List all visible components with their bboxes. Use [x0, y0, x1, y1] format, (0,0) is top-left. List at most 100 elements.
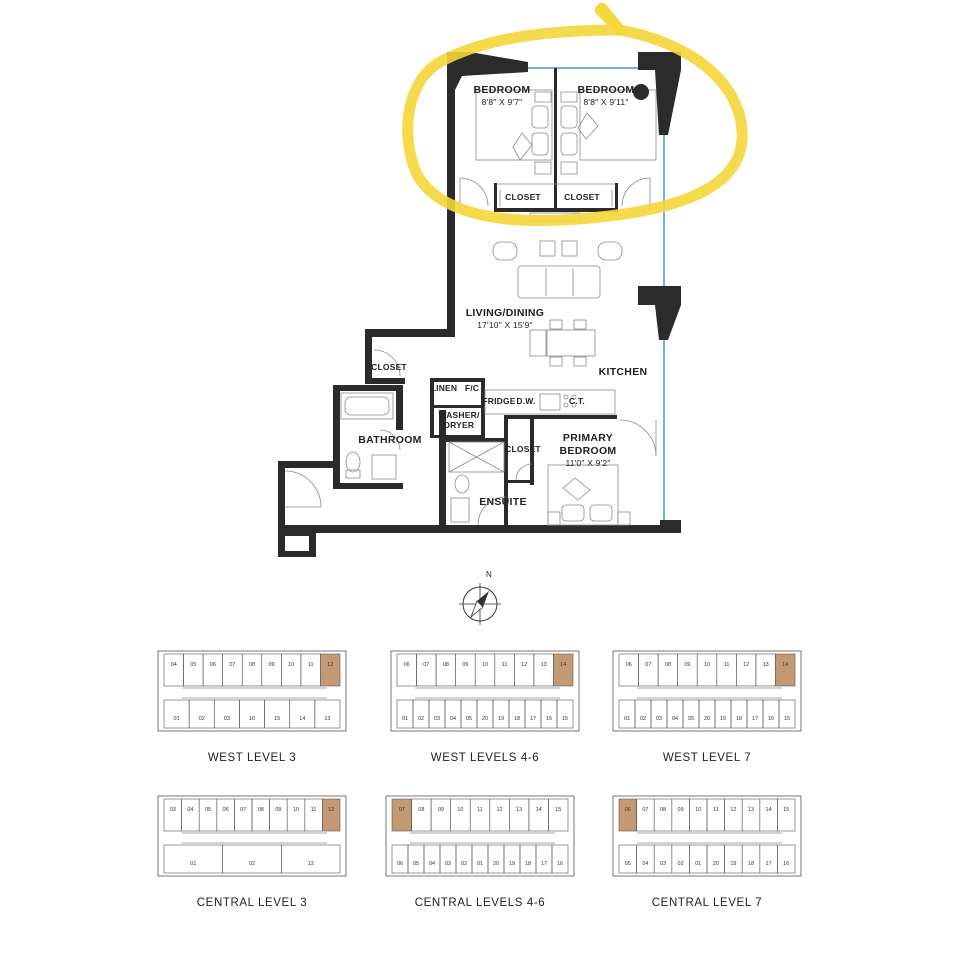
unit-number: 10	[704, 662, 710, 668]
ensuite-name: ENSUITE	[479, 496, 527, 508]
primary-bedroom-name: PRIMARY BEDROOM	[559, 432, 617, 458]
unit-09-top: 09	[269, 798, 288, 832]
unit-number: 09	[462, 662, 468, 668]
bedroom-2-dim: 8'8" X 9'11"	[583, 97, 629, 108]
unit-number: 02	[199, 716, 205, 722]
unit-14-top: 14	[553, 653, 574, 687]
unit-number: 10	[695, 807, 701, 813]
unit-number: 07	[423, 662, 429, 668]
unit-number: 12	[730, 807, 736, 813]
unit-16-bottom: 16	[540, 699, 558, 729]
unit-number: 09	[438, 807, 444, 813]
unit-number: 07	[229, 662, 235, 668]
unit-20-bottom: 20	[487, 844, 505, 874]
primary-bedroom-dim: 11'0" X 9'2"	[565, 458, 611, 469]
unit-number: 12	[327, 662, 333, 668]
unit-12-top: 12	[320, 653, 341, 687]
unit-number: 17	[541, 861, 547, 867]
unit-number: 11	[502, 662, 508, 668]
bedroom-1-dim: 8'8" X 9'7"	[481, 97, 523, 108]
unit-18-bottom: 18	[741, 844, 761, 874]
bedroom-2-label: BEDROOM 8'8" X 9'11"	[566, 84, 646, 108]
unit-04-top: 04	[181, 798, 200, 832]
unit-04-bottom: 04	[444, 699, 462, 729]
unit-08-top: 08	[435, 653, 456, 687]
unit-number: 08	[418, 807, 424, 813]
unit-number: 07	[645, 662, 651, 668]
highlight-ring	[402, 4, 748, 227]
kitchen-label: KITCHEN	[592, 366, 654, 379]
unit-09-top: 09	[261, 653, 282, 687]
bathroom-label: BATHROOM	[350, 434, 430, 447]
closet-label-1: CLOSET	[505, 192, 541, 202]
bedroom-1-name: BEDROOM	[473, 84, 531, 96]
unit-number: 20	[713, 861, 719, 867]
living-dining-dim: 17'10" X 15'9"	[477, 320, 533, 331]
key-plan-outline	[157, 650, 347, 732]
unit-07-top: 07	[636, 798, 655, 832]
unit-number: 16	[768, 716, 774, 722]
unit-07-top: 07	[222, 653, 243, 687]
living-dining-label: LIVING/DINING 17'10" X 15'9"	[455, 307, 555, 331]
unit-number: 03	[224, 716, 230, 722]
unit-05-top: 05	[198, 798, 218, 832]
unit-number: 10	[288, 662, 294, 668]
unit-05-bottom: 05	[407, 844, 425, 874]
unit-number: 11	[311, 807, 317, 813]
unit-11-top: 11	[469, 798, 491, 832]
unit-number: 20	[482, 716, 488, 722]
unit-number: 19	[509, 861, 515, 867]
unit-number: 08	[258, 807, 264, 813]
fc-label: F/C	[464, 383, 480, 393]
unit-16-bottom: 16	[551, 844, 569, 874]
unit-number: 03	[170, 807, 176, 813]
compass-north-label: N	[486, 570, 492, 579]
unit-number: 16	[249, 716, 255, 722]
unit-number: 04	[187, 807, 193, 813]
unit-number: 06	[625, 807, 631, 813]
unit-12-top: 12	[724, 798, 743, 832]
unit-05-top: 05	[183, 653, 204, 687]
unit-06-top: 06	[216, 798, 235, 832]
unit-number: 14	[560, 662, 566, 668]
unit-08-top: 08	[251, 798, 270, 832]
unit-10-top: 10	[474, 653, 496, 687]
unit-number: 08	[443, 662, 449, 668]
unit-19-bottom: 19	[714, 699, 732, 729]
unit-16-bottom: 16	[777, 844, 796, 874]
key-plan-outline	[157, 795, 347, 877]
unit-number: 07	[399, 807, 405, 813]
unit-number: 18	[748, 861, 754, 867]
unit-number: 04	[672, 716, 678, 722]
unit-number: 01	[477, 861, 483, 867]
unit-number: 13	[763, 662, 769, 668]
key-plan-title: CENTRAL LEVELS 4-6	[414, 897, 546, 909]
unit-01-bottom: 01	[396, 699, 414, 729]
unit-06-top: 06	[396, 653, 417, 687]
unit-number: 08	[665, 662, 671, 668]
key-plan-title: WEST LEVEL 3	[207, 752, 297, 764]
dw-label: D.W.	[516, 396, 536, 406]
unit-number: 09	[678, 807, 684, 813]
unit-10-top: 10	[450, 798, 471, 832]
unit-14-top: 14	[775, 653, 796, 687]
unit-number: 02	[678, 861, 684, 867]
unit-number: 05	[190, 662, 196, 668]
unit-02-bottom: 02	[634, 699, 652, 729]
unit-14-top: 14	[759, 798, 778, 832]
unit-number: 14	[766, 807, 772, 813]
bedroom-2-name: BEDROOM	[577, 84, 635, 96]
unit-number: 05	[625, 861, 631, 867]
closet-label-hall: CLOSET	[371, 362, 407, 372]
unit-08-top: 08	[653, 798, 673, 832]
unit-number: 16	[557, 861, 563, 867]
unit-19-bottom: 19	[503, 844, 521, 874]
unit-number: 05	[466, 716, 472, 722]
unit-number: 08	[249, 662, 255, 668]
unit-number: 16	[546, 716, 552, 722]
unit-number: 02	[461, 861, 467, 867]
key-plan-outline	[390, 650, 580, 732]
unit-number: 08	[660, 807, 666, 813]
